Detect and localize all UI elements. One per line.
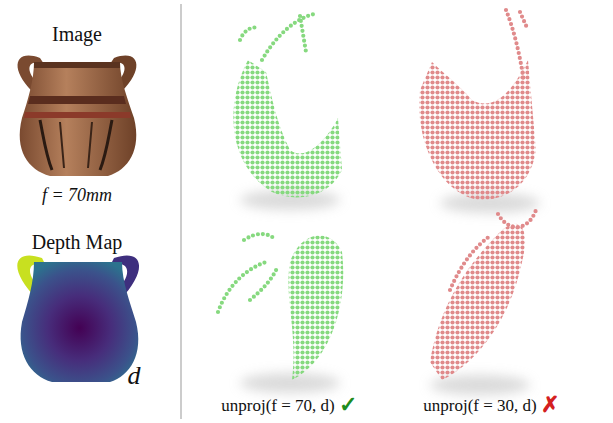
figure-part (419, 60, 536, 200)
figure-part (40, 120, 52, 170)
point-cloud-wrong (430, 210, 536, 380)
figure-part (240, 373, 340, 393)
figure-part (450, 210, 536, 290)
point-cloud-wrong (419, 10, 536, 200)
figure-part (506, 10, 528, 82)
figure-part (100, 120, 112, 170)
figure-part (28, 96, 126, 104)
figure-part (21, 262, 139, 382)
point-cloud-correct (218, 234, 343, 380)
caption-formula: unproj(f = 70, d) (221, 397, 334, 416)
point-cloud-correct (233, 14, 342, 197)
figure-part (240, 14, 314, 60)
depth-symbol: d (128, 362, 141, 391)
figure-part (233, 60, 342, 197)
figure-part (20, 62, 137, 176)
check-mark: ✓ (339, 393, 357, 417)
figure-part (34, 62, 120, 68)
focal-length: f = 70mm (42, 186, 112, 206)
figure-part (60, 122, 92, 168)
divider-line (181, 4, 182, 419)
caption-formula: unproj(f = 30, d) (423, 397, 536, 416)
figure-part (24, 112, 131, 118)
vase-photo (18, 56, 137, 176)
panel-title: Depth Map (32, 231, 123, 253)
shadow (240, 190, 540, 395)
depth-map (17, 255, 139, 382)
figure-part (288, 236, 343, 380)
figure-part (218, 234, 278, 312)
cross-mark: ✗ (541, 393, 559, 417)
panel-title: Image (52, 23, 102, 45)
